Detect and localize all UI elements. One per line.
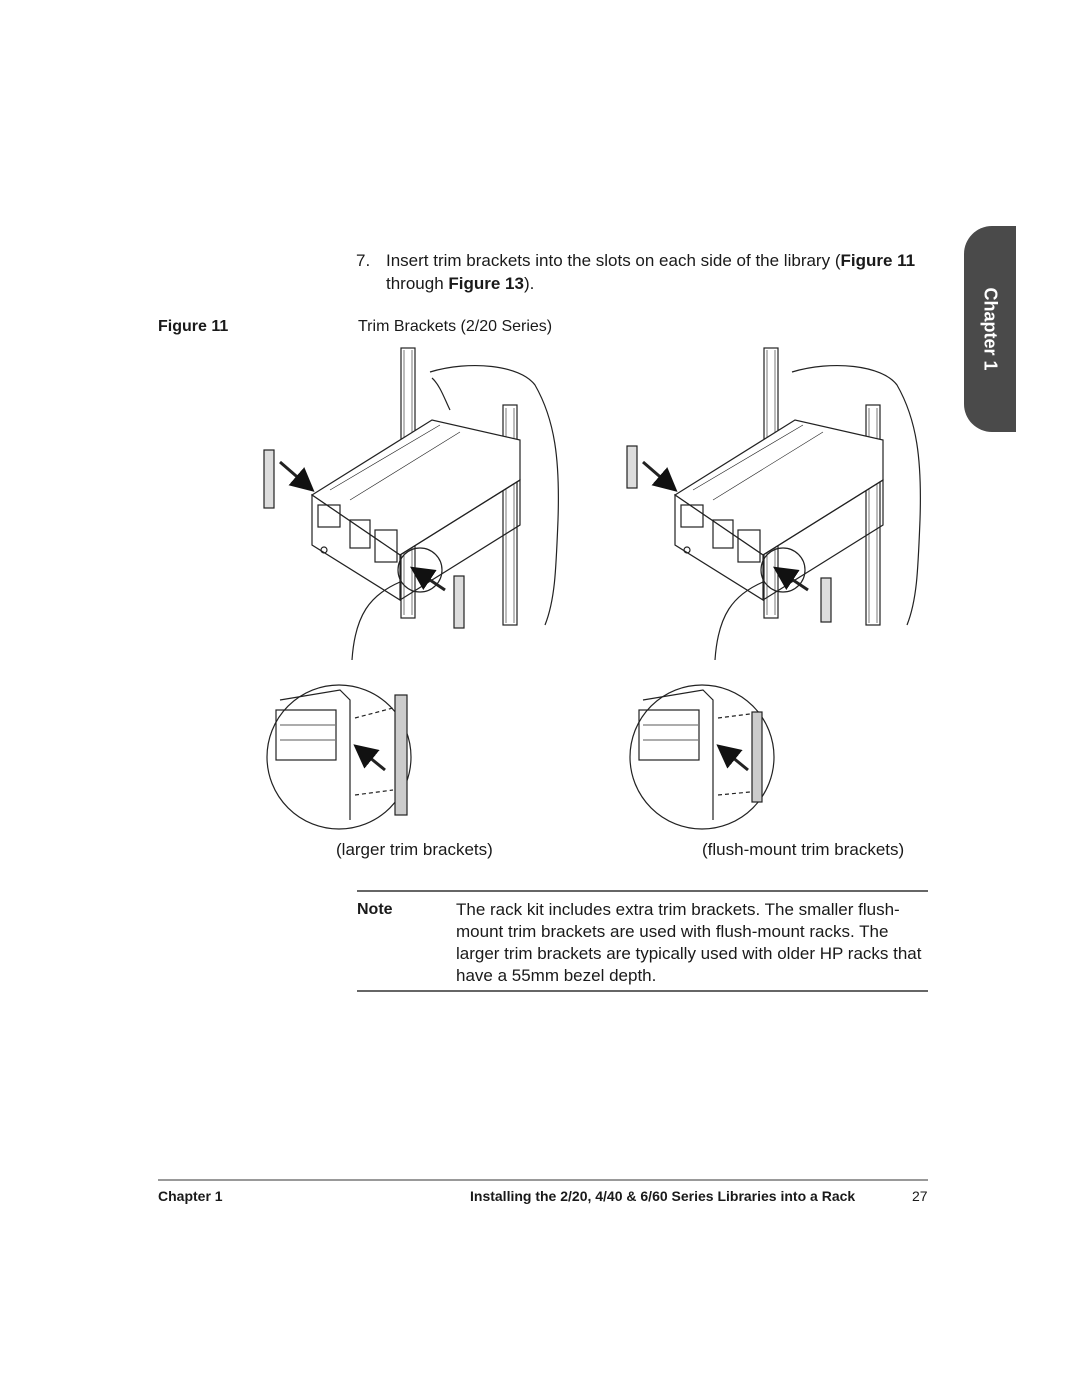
note-label: Note — [357, 901, 393, 918]
chapter-side-tab: Chapter 1 — [964, 226, 1016, 432]
step-text-before: Insert trim brackets into the slots on e… — [386, 251, 841, 270]
note-text: The rack kit includes extra trim bracket… — [456, 900, 922, 985]
footer-title: Installing the 2/20, 4/40 & 6/60 Series … — [470, 1188, 856, 1204]
figure-label: Figure 11 — [158, 318, 229, 335]
right-caption: (flush-mount trim brackets) — [702, 840, 905, 859]
step-number: 7. — [356, 251, 371, 270]
left-caption: (larger trim brackets) — [336, 840, 493, 859]
page-number: 27 — [912, 1188, 928, 1204]
step-text-middle: through — [386, 274, 449, 293]
right-library-drawing — [626, 347, 921, 830]
figure-title: Trim Brackets (2/20 Series) — [358, 318, 553, 335]
footer-chapter: Chapter 1 — [158, 1188, 223, 1204]
step-text-after: ). — [523, 274, 535, 293]
figure-11-ref[interactable]: Figure 11 — [840, 251, 916, 270]
left-library-drawing — [263, 347, 559, 830]
step-text: Insert trim brackets into the slots on e… — [386, 249, 926, 295]
figure-13-ref[interactable]: Figure 13 — [448, 274, 524, 293]
